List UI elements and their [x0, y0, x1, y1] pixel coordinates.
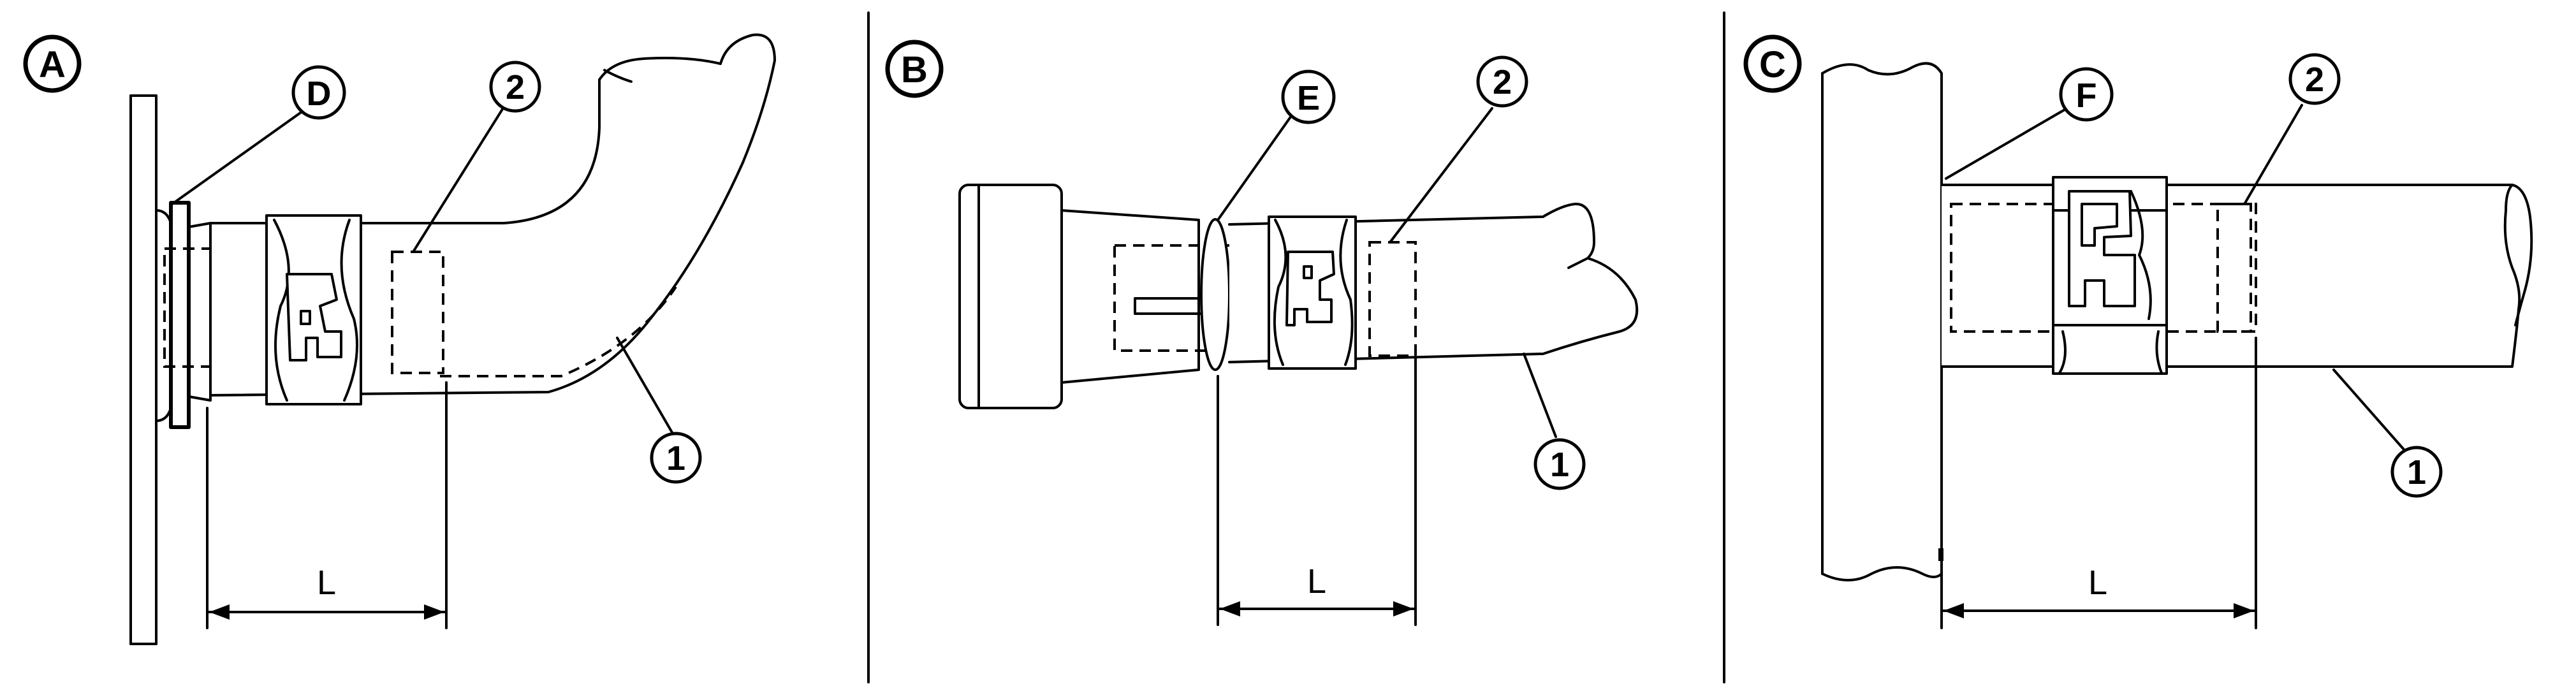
panel-c-badge: C — [1743, 34, 1802, 93]
panel-b-badge: B — [885, 40, 944, 98]
panel-a-clamp-number: 2 — [506, 68, 525, 106]
panel-b-dimension: L — [1217, 356, 1417, 626]
panel-c-dimension: L — [1940, 337, 2257, 629]
panel-b-clamp — [1268, 215, 1357, 370]
panel-c-leader-f — [1945, 106, 2070, 180]
panel-a-leader-d — [171, 108, 306, 205]
panel-b-leader-e — [1217, 115, 1292, 221]
panel-a-leader-1 — [616, 337, 674, 435]
panel-c-hose-number: 1 — [2407, 453, 2426, 492]
panel-b-letter: B — [901, 49, 928, 91]
panel-c-leader-1 — [2332, 368, 2405, 451]
panel-a-dimension: L — [206, 381, 448, 629]
panel-a-label-1: 1 — [650, 432, 702, 484]
panel-c-leader-2 — [2243, 104, 2303, 205]
panel-c-label-f: F — [2059, 67, 2114, 122]
panel-b-label-1: 1 — [1533, 438, 1586, 490]
panel-a-dimension-label: L — [317, 564, 336, 602]
panel-c-vertical-pipe — [1821, 62, 1943, 581]
panel-b-hose-number: 1 — [1550, 446, 1569, 484]
panel-c-clamp-number: 2 — [2305, 61, 2324, 99]
panel-a-fitting-letter: D — [307, 75, 332, 113]
panel-c-label-2: 2 — [2288, 53, 2341, 105]
panel-b-label-2: 2 — [1476, 55, 1528, 108]
panel-a-badge: A — [23, 34, 82, 93]
panel-c-letter: C — [1759, 44, 1786, 85]
panel-c-clamp — [2052, 176, 2168, 375]
panel-b-clamp-number: 2 — [1493, 63, 1512, 101]
panel-a-clamp — [265, 214, 362, 405]
panel-a-letter: A — [39, 44, 66, 85]
panel-b-label-e: E — [1281, 69, 1336, 124]
panel-c-dimension-label: L — [2088, 564, 2107, 602]
panel-a-hose-number: 1 — [666, 439, 685, 478]
panel-b-leader-2 — [1389, 107, 1493, 244]
panel-b: B — [885, 40, 1639, 626]
panel-a: A — [23, 33, 776, 645]
panel-a-leader-2 — [412, 106, 505, 253]
panel-c-fitting-letter: F — [2076, 77, 2097, 115]
panel-b-oring — [1200, 218, 1231, 371]
panel-a-wall — [129, 94, 191, 645]
panel-b-leader-1 — [1523, 353, 1557, 438]
panel-b-dimension-label: L — [1307, 562, 1326, 601]
panel-a-label-2: 2 — [489, 61, 541, 113]
panel-c-horizontal-pipe — [1940, 184, 2533, 368]
panel-c: C — [1743, 34, 2533, 629]
panel-c-label-1: 1 — [2390, 446, 2443, 498]
panel-a-label-d: D — [291, 65, 346, 120]
panel-b-fitting-letter: E — [1297, 79, 1320, 117]
